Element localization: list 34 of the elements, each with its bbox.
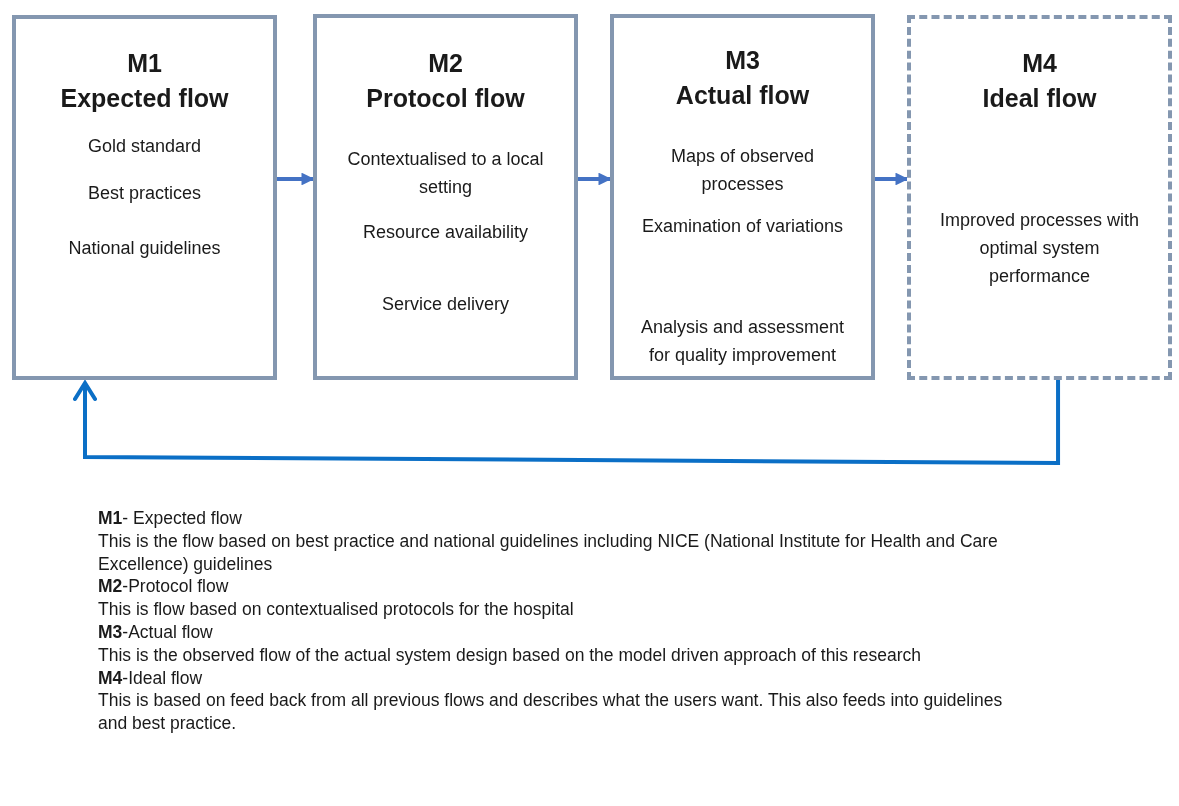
- box-heading: M3: [725, 46, 760, 74]
- description-text: This is flow based on contextualised protocols for the hospital: [98, 598, 575, 621]
- box-heading: M4: [1022, 49, 1057, 77]
- description-text: This is the observed flow of the actual system design based on the model driven approach of this research: [98, 643, 922, 667]
- description-text: M2-Protocol flow: [98, 575, 230, 599]
- description-text: This is based on feed back from all previous flows and describes what the users want. This also feeds into guidelines and best practice.: [98, 689, 1004, 735]
- feedback-arrow: [73, 380, 1061, 465]
- box-text: Improved processes with optimal system performance: [938, 209, 1141, 288]
- box-heading: Protocol flow: [366, 84, 525, 112]
- process-box: [907, 15, 1172, 380]
- box-text: Examination of variations: [640, 215, 845, 238]
- box-text: Resource availability: [361, 221, 530, 244]
- description-text: M4-Ideal flow: [98, 666, 204, 690]
- box-text: Maps of observed processes: [669, 145, 816, 196]
- box-text: Best practices: [86, 182, 202, 205]
- box-heading: Ideal flow: [982, 84, 1097, 112]
- description-text: M1- Expected flow: [98, 507, 243, 530]
- process-box: [12, 15, 277, 380]
- box-text: Service delivery: [380, 293, 510, 316]
- process-box: [313, 14, 578, 380]
- arrow: [578, 172, 612, 186]
- arrow: [875, 172, 909, 186]
- box-text: Analysis and assessment for quality improvement: [639, 316, 846, 367]
- box-text: National guidelines: [67, 237, 222, 260]
- process-box: [610, 14, 875, 380]
- arrow: [277, 172, 315, 186]
- description-text: M3-Actual flow: [98, 621, 214, 644]
- box-heading: Expected flow: [60, 84, 229, 112]
- description-text: This is the flow based on best practice and national guidelines including NICE (National Institute for Health and Care Excellence) guidelines: [98, 529, 999, 576]
- box-heading: M1: [127, 49, 162, 77]
- box-text: Contextualised to a local setting: [346, 148, 545, 199]
- box-heading: Actual flow: [675, 81, 810, 109]
- box-text: Gold standard: [86, 135, 203, 158]
- box-heading: M2: [428, 49, 463, 77]
